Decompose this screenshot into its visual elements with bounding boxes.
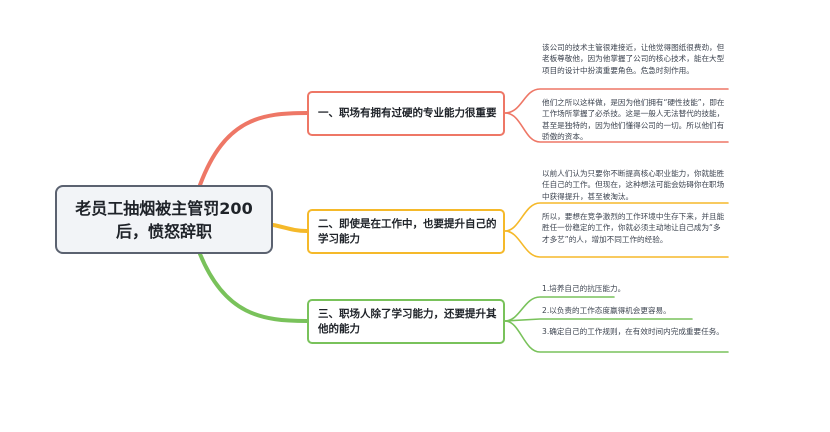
branch-topic-3[interactable]: 三、职场人除了学习能力，还要提升其他的能力 bbox=[307, 299, 505, 344]
connector-root-branch-2 bbox=[271, 223, 309, 233]
connector-branch2-leaf2 bbox=[504, 230, 729, 258]
connector-branch3-leaf2 bbox=[504, 318, 693, 322]
branch-topic-1-label: 一、职场有拥有过硬的专业能力很重要 bbox=[318, 107, 497, 119]
connector-branch1-leaf2 bbox=[504, 112, 729, 143]
connector-root-branch-1 bbox=[198, 111, 309, 187]
root-topic[interactable]: 老员工抽烟被主管罚200后，愤怒辞职 bbox=[55, 185, 273, 254]
leaf-topic-3-1[interactable]: 1.培养自己的抗压能力。 bbox=[542, 284, 626, 293]
leaf-topic-1-1[interactable]: 该公司的技术主管很难接近，让他觉得图纸很费劲，但老板尊敬他，因为他掌握了公司的核… bbox=[542, 43, 725, 75]
branch-topic-2[interactable]: 二、即使是在工作中，也要提升自己的学习能力 bbox=[307, 209, 505, 254]
leaf-topic-1-2[interactable]: 他们之所以这样做，是因为他们拥有“硬性技能”，即在工作场所掌握了必杀技。这是一般… bbox=[542, 98, 725, 142]
branch-topic-1[interactable]: 一、职场有拥有过硬的专业能力很重要 bbox=[307, 91, 505, 136]
branch-topic-3-label: 三、职场人除了学习能力，还要提升其他的能力 bbox=[318, 307, 497, 335]
connector-branch1-leaf1 bbox=[504, 88, 729, 114]
leaf-topic-3-3[interactable]: 3.确定自己的工作规则，在有效时间内完成重要任务。 bbox=[542, 327, 724, 336]
connector-branch3-leaf3 bbox=[504, 320, 729, 353]
leaf-topic-3-2[interactable]: 2.以负责的工作态度赢得机会更容易。 bbox=[542, 306, 671, 315]
branch-topic-2-label: 二、即使是在工作中，也要提升自己的学习能力 bbox=[318, 217, 497, 245]
leaf-topic-2-2[interactable]: 所以，要想在竞争激烈的工作环境中生存下来，并且能胜任一份稳定的工作，你就必须主动… bbox=[542, 212, 725, 244]
connector-branch2-leaf1 bbox=[504, 202, 729, 232]
leaf-topic-2-1[interactable]: 以前人们认为只要你不断提高核心职业能力，你就能胜任自己的工作。但现在，这种想法可… bbox=[542, 169, 725, 201]
connector-root-branch-3 bbox=[198, 252, 309, 323]
